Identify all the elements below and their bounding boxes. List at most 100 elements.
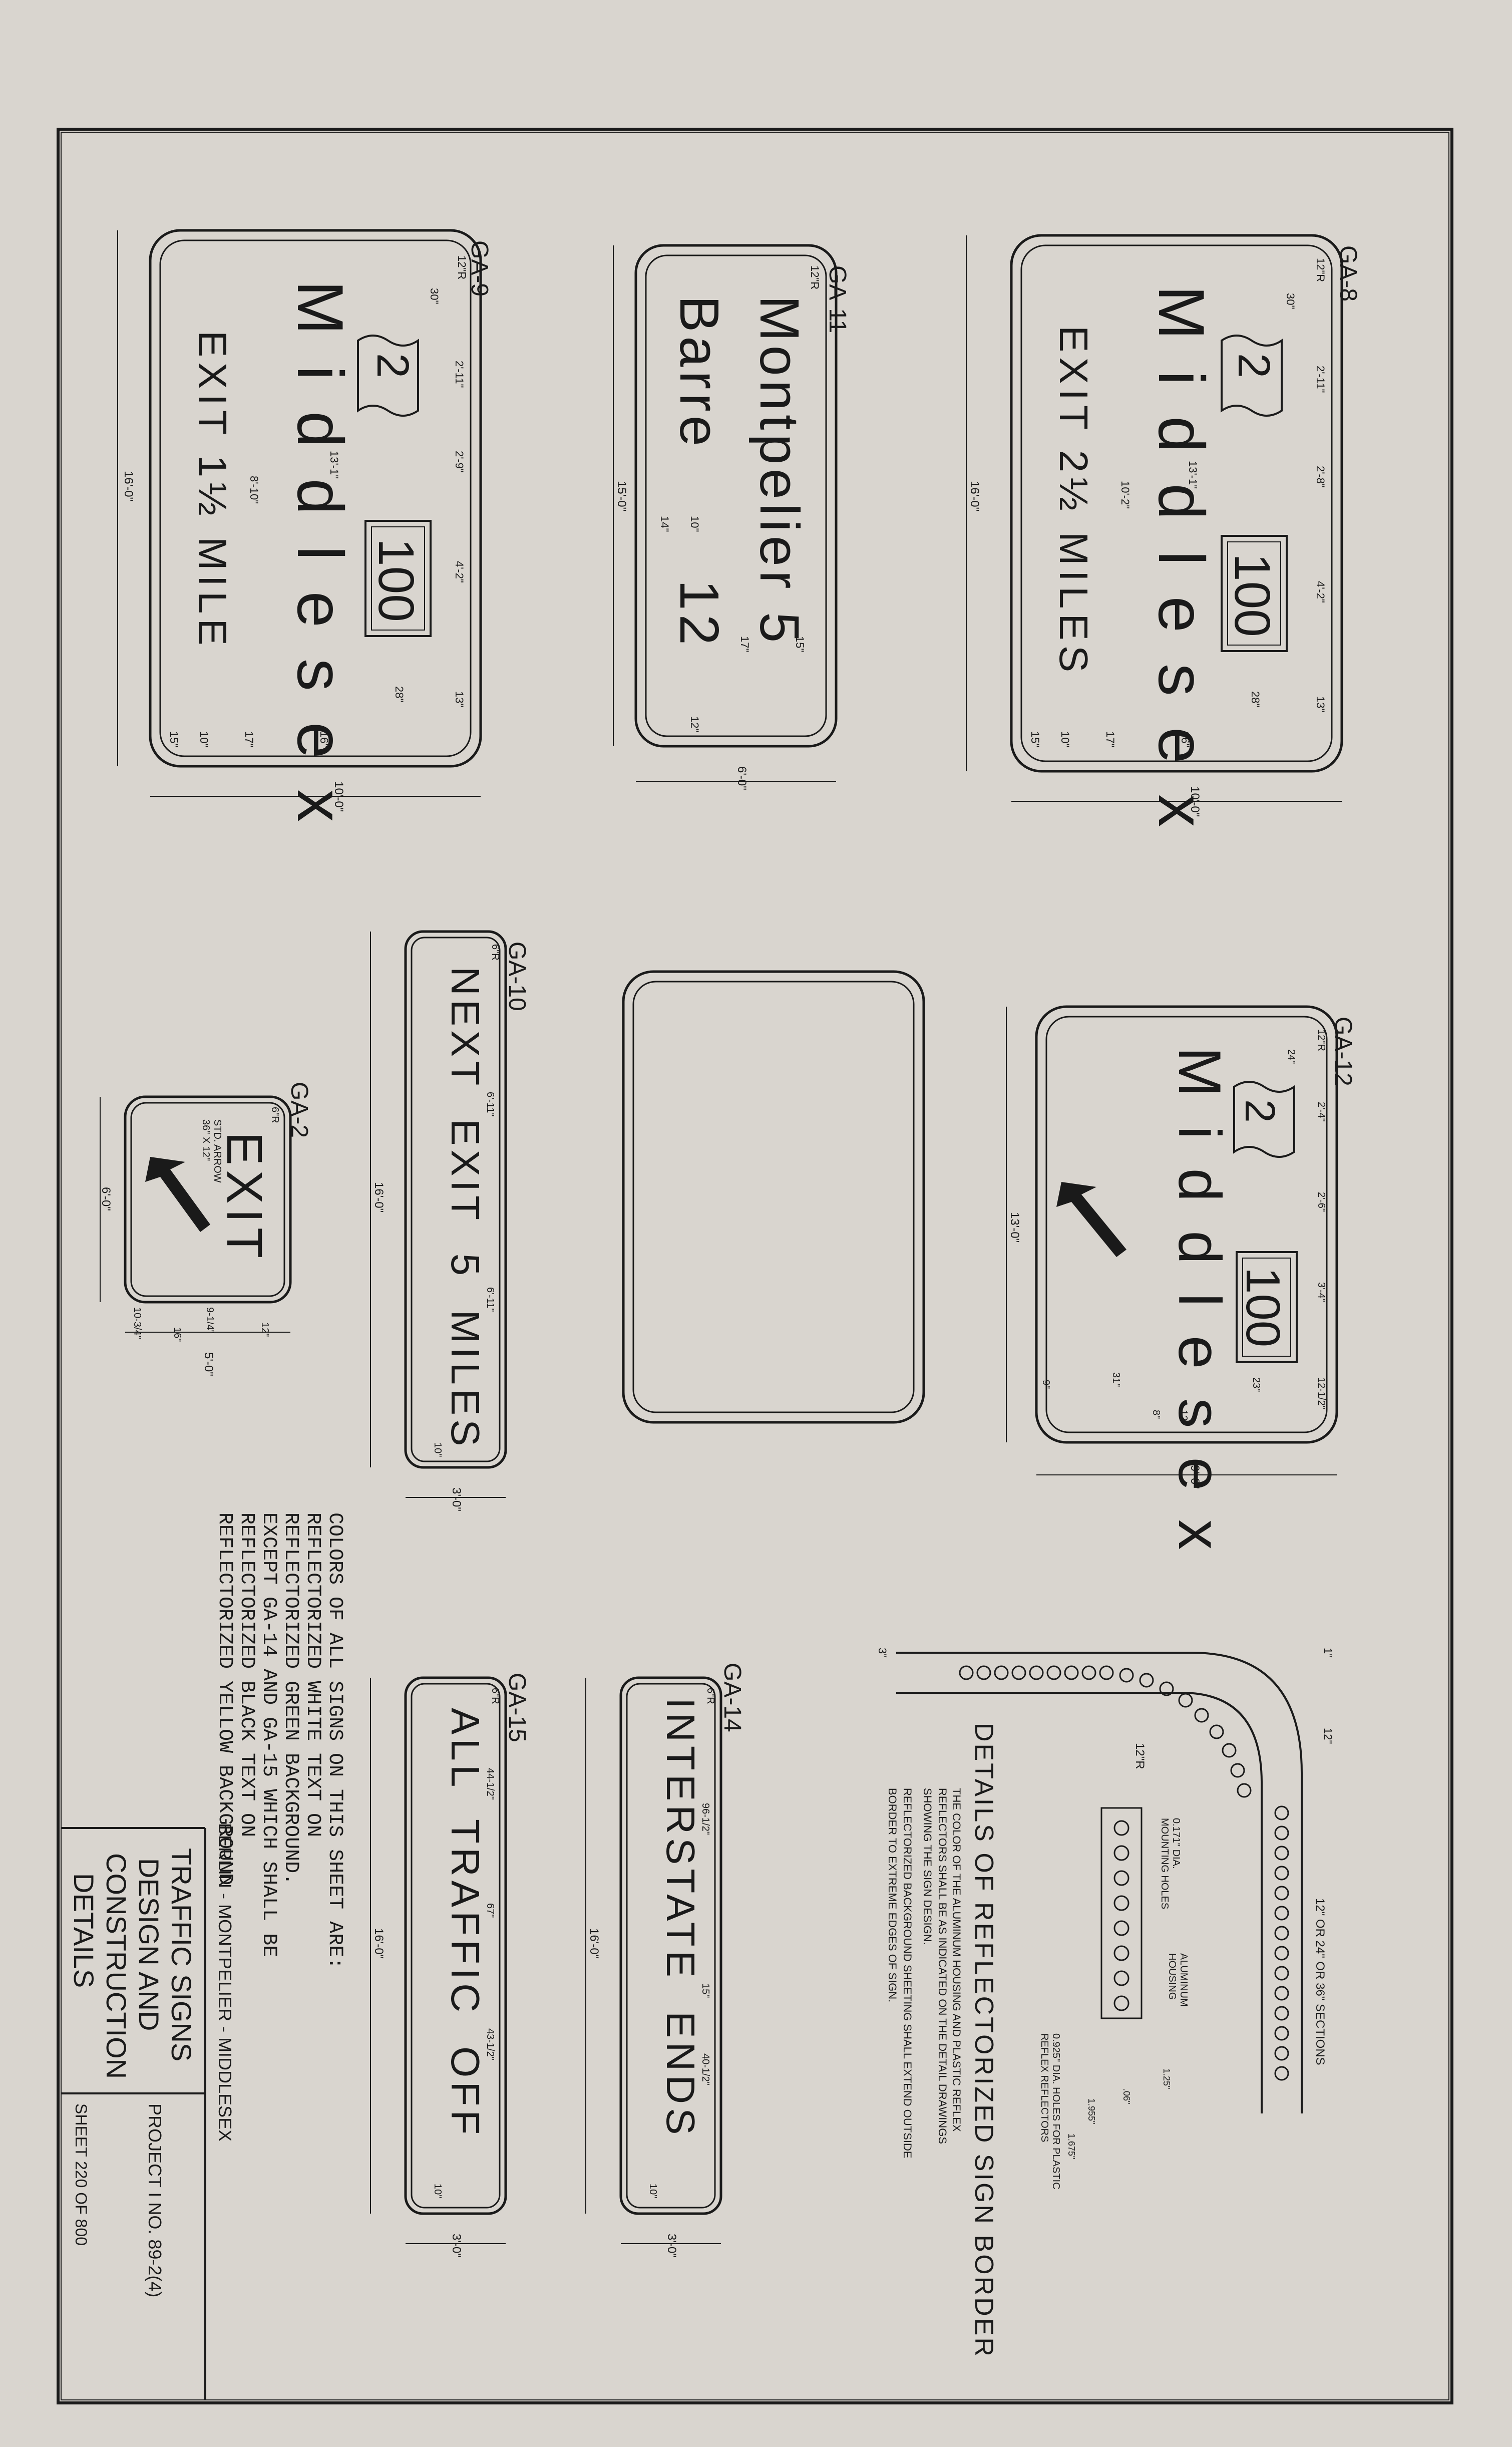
ga11-dim-d1: 14" xyxy=(658,516,671,532)
ga2-line1: EXIT xyxy=(216,1132,272,1264)
ga11-dim-d3: 17" xyxy=(738,636,751,653)
ga8-dim-height: 10'-0" xyxy=(1188,786,1202,817)
title-block-frame xyxy=(61,1827,206,2400)
ga11-dim-d5: 12" xyxy=(688,716,701,733)
ga8-dim-corner: 12"R xyxy=(1314,258,1327,282)
ga8-dim-d5: 13" xyxy=(1314,696,1327,713)
ga12-dim-d9: 12" xyxy=(1178,1410,1189,1425)
ga9-dim-d7: 13'-1" xyxy=(328,451,340,479)
border-detail-drawing xyxy=(896,1652,1303,2113)
ga9-dim-d10: 10" xyxy=(198,731,210,748)
ga12-shield-route: 2 xyxy=(1237,1099,1284,1123)
colors-note-4: REFLECTORIZED BLACK TEXT ON xyxy=(235,1512,258,1838)
border-note-3: REFLECTORIZED BACKGROUND SHEETING SHALL … xyxy=(901,1788,914,2159)
border-note-1: REFLECTORS SHALL BE AS INDICATED ON THE … xyxy=(936,1788,949,2145)
ga14-dim-length: 16'-0" xyxy=(587,1928,601,1959)
ga15-line1: ALL TRAFFIC OFF xyxy=(443,1708,488,2139)
colors-note-1: REFLECTORIZED WHITE TEXT ON xyxy=(301,1512,324,1838)
ga9-dim-d1: 30" xyxy=(428,288,441,304)
ga10-dim-d1: 6'-11" xyxy=(485,1092,496,1117)
ga9-line2: EXIT 1½ MILE xyxy=(190,331,235,651)
ga14-line1: INTERSTATE ENDS xyxy=(658,1698,703,2139)
ga12-arrow xyxy=(1056,1182,1126,1257)
ga12-dim-d5: 12-1/2" xyxy=(1316,1377,1327,1409)
ga14-dim-corner: 6"R xyxy=(705,1688,716,1704)
border-mounting-label: 0.171" DIA. MOUNTING HOLES xyxy=(1159,1818,1182,1910)
ga8-dim-d3: 2'-8" xyxy=(1314,466,1327,488)
ga9-dim-d2: 2'-11" xyxy=(453,361,466,388)
ga8-dim-d11: 17" xyxy=(1104,731,1116,748)
ga9-box-route: 100 xyxy=(368,538,424,622)
ga8-dim-d2: 2'-11" xyxy=(1314,366,1327,393)
border-note-4: BORDER TO EXTREME EDGES OF SIGN. xyxy=(886,1788,899,2003)
ga11-line2: Barre 12 xyxy=(668,295,730,649)
ga12-line1: Middlesex xyxy=(1166,1047,1233,1579)
ga8-dim-d10: 10" xyxy=(1059,731,1071,748)
ga8-shield-route: 2 xyxy=(1229,353,1279,379)
border-dim-06: .06" xyxy=(1121,2088,1131,2104)
ga8-dim-d9: 15" xyxy=(1029,731,1041,748)
border-sections-label: 12" OR 24" OR 36" SECTIONS xyxy=(1313,1898,1327,2065)
colors-note-0: COLORS OF ALL SIGNS ON THIS SHEET ARE: xyxy=(323,1512,346,1970)
ga15-dim-length: 16'-0" xyxy=(372,1928,386,1959)
blank-sign-outline xyxy=(622,970,925,1424)
ga9-dim-d6: 28" xyxy=(393,686,406,703)
ga11-dim-corner: 12"R xyxy=(809,265,821,290)
sign-ga10-outline xyxy=(370,930,507,1498)
ga15-dim-corner: 6"R xyxy=(490,1688,501,1704)
border-housing-label: ALUMINUM HOUSING xyxy=(1167,1953,1189,2007)
ga12-box-route: 100 xyxy=(1236,1267,1290,1348)
title-location: BERLIN - MONTPELIER - MIDDLESEX xyxy=(215,1823,235,2142)
border-dim-3: 3" xyxy=(876,1648,889,1658)
ga12-id: GA-12 xyxy=(1330,1017,1356,1086)
ga9-dim-length: 16'-0" xyxy=(122,471,135,502)
ga12-dim-d2: 2'-4" xyxy=(1316,1102,1327,1122)
ga2-arrow-note: STD. ARROW 36" X 12" xyxy=(200,1119,223,1183)
ga2-dim-d3: 9-1/4" xyxy=(204,1307,215,1334)
ga10-dim-corner: 6"R xyxy=(490,944,501,961)
ga12-dim-corner: 12"R xyxy=(1316,1029,1327,1051)
border-dim-1675: 1.675" xyxy=(1066,2133,1076,2160)
ga9-dim-d3: 2'-9" xyxy=(453,451,466,473)
ga2-dim-height: 5'-0" xyxy=(202,1352,215,1376)
sign-ga8-outline xyxy=(966,234,1343,802)
ga10-dim-length: 16'-0" xyxy=(372,1182,386,1213)
ga2-dim-d1: 10-3/4" xyxy=(132,1307,143,1339)
ga10-dim-height: 3'-0" xyxy=(450,1487,463,1511)
ga8-dim-length: 16'-0" xyxy=(968,481,981,512)
title-sheet: SHEET 220 OF 800 xyxy=(72,2103,90,2246)
ga12-dim-height: 9'-0" xyxy=(1188,1465,1202,1489)
ga11-id: GA-11 xyxy=(824,265,851,334)
sign-ga2-outline xyxy=(100,1095,292,1333)
ga15-dim-height: 3'-0" xyxy=(450,2234,463,2258)
border-dim-125: 1.25" xyxy=(1162,2068,1172,2089)
ga2-arrow xyxy=(145,1157,210,1232)
ga15-dim-d3: 43-1/2" xyxy=(485,2028,496,2060)
ga9-id: GA-9 xyxy=(466,240,493,297)
ga2-dim-d4: 12" xyxy=(259,1322,270,1337)
sign-ga11-outline xyxy=(613,244,838,782)
sign-ga15-outline xyxy=(370,1676,507,2244)
ga9-dim-d12: 16" xyxy=(318,731,330,748)
ga11-line1: Montpelier 5 xyxy=(748,295,810,647)
ga9-shield-route: 2 xyxy=(367,353,418,379)
ga15-dim-d2: 67" xyxy=(485,1903,496,1918)
title-line-1: DESIGN AND xyxy=(133,1858,165,2031)
border-dim-12: 12" xyxy=(1322,1728,1334,1744)
reflector-circles xyxy=(959,1665,1289,2081)
border-dim-1955: 1.955" xyxy=(1086,2098,1096,2124)
border-note-2: SHOWING THE SIGN DESIGN. xyxy=(921,1788,934,1945)
ga8-dim-d6: 28" xyxy=(1249,691,1262,708)
ga12-dim-d7: 31" xyxy=(1110,1372,1121,1387)
ga8-id: GA-8 xyxy=(1335,245,1361,302)
ga8-dim-d12: 16" xyxy=(1179,731,1192,748)
title-line-0: TRAFFIC SIGNS xyxy=(166,1848,197,2062)
ga8-dim-d7: 13'-1" xyxy=(1187,461,1199,489)
ga10-line1: NEXT EXIT 5 MILES xyxy=(443,967,488,1450)
ga11-dim-height: 6'-0" xyxy=(735,766,748,790)
ga9-dim-d9: 15" xyxy=(168,731,180,748)
ga9-dim-d11: 17" xyxy=(243,731,255,748)
ga15-dim-d1: 44-1/2" xyxy=(485,1768,496,1800)
